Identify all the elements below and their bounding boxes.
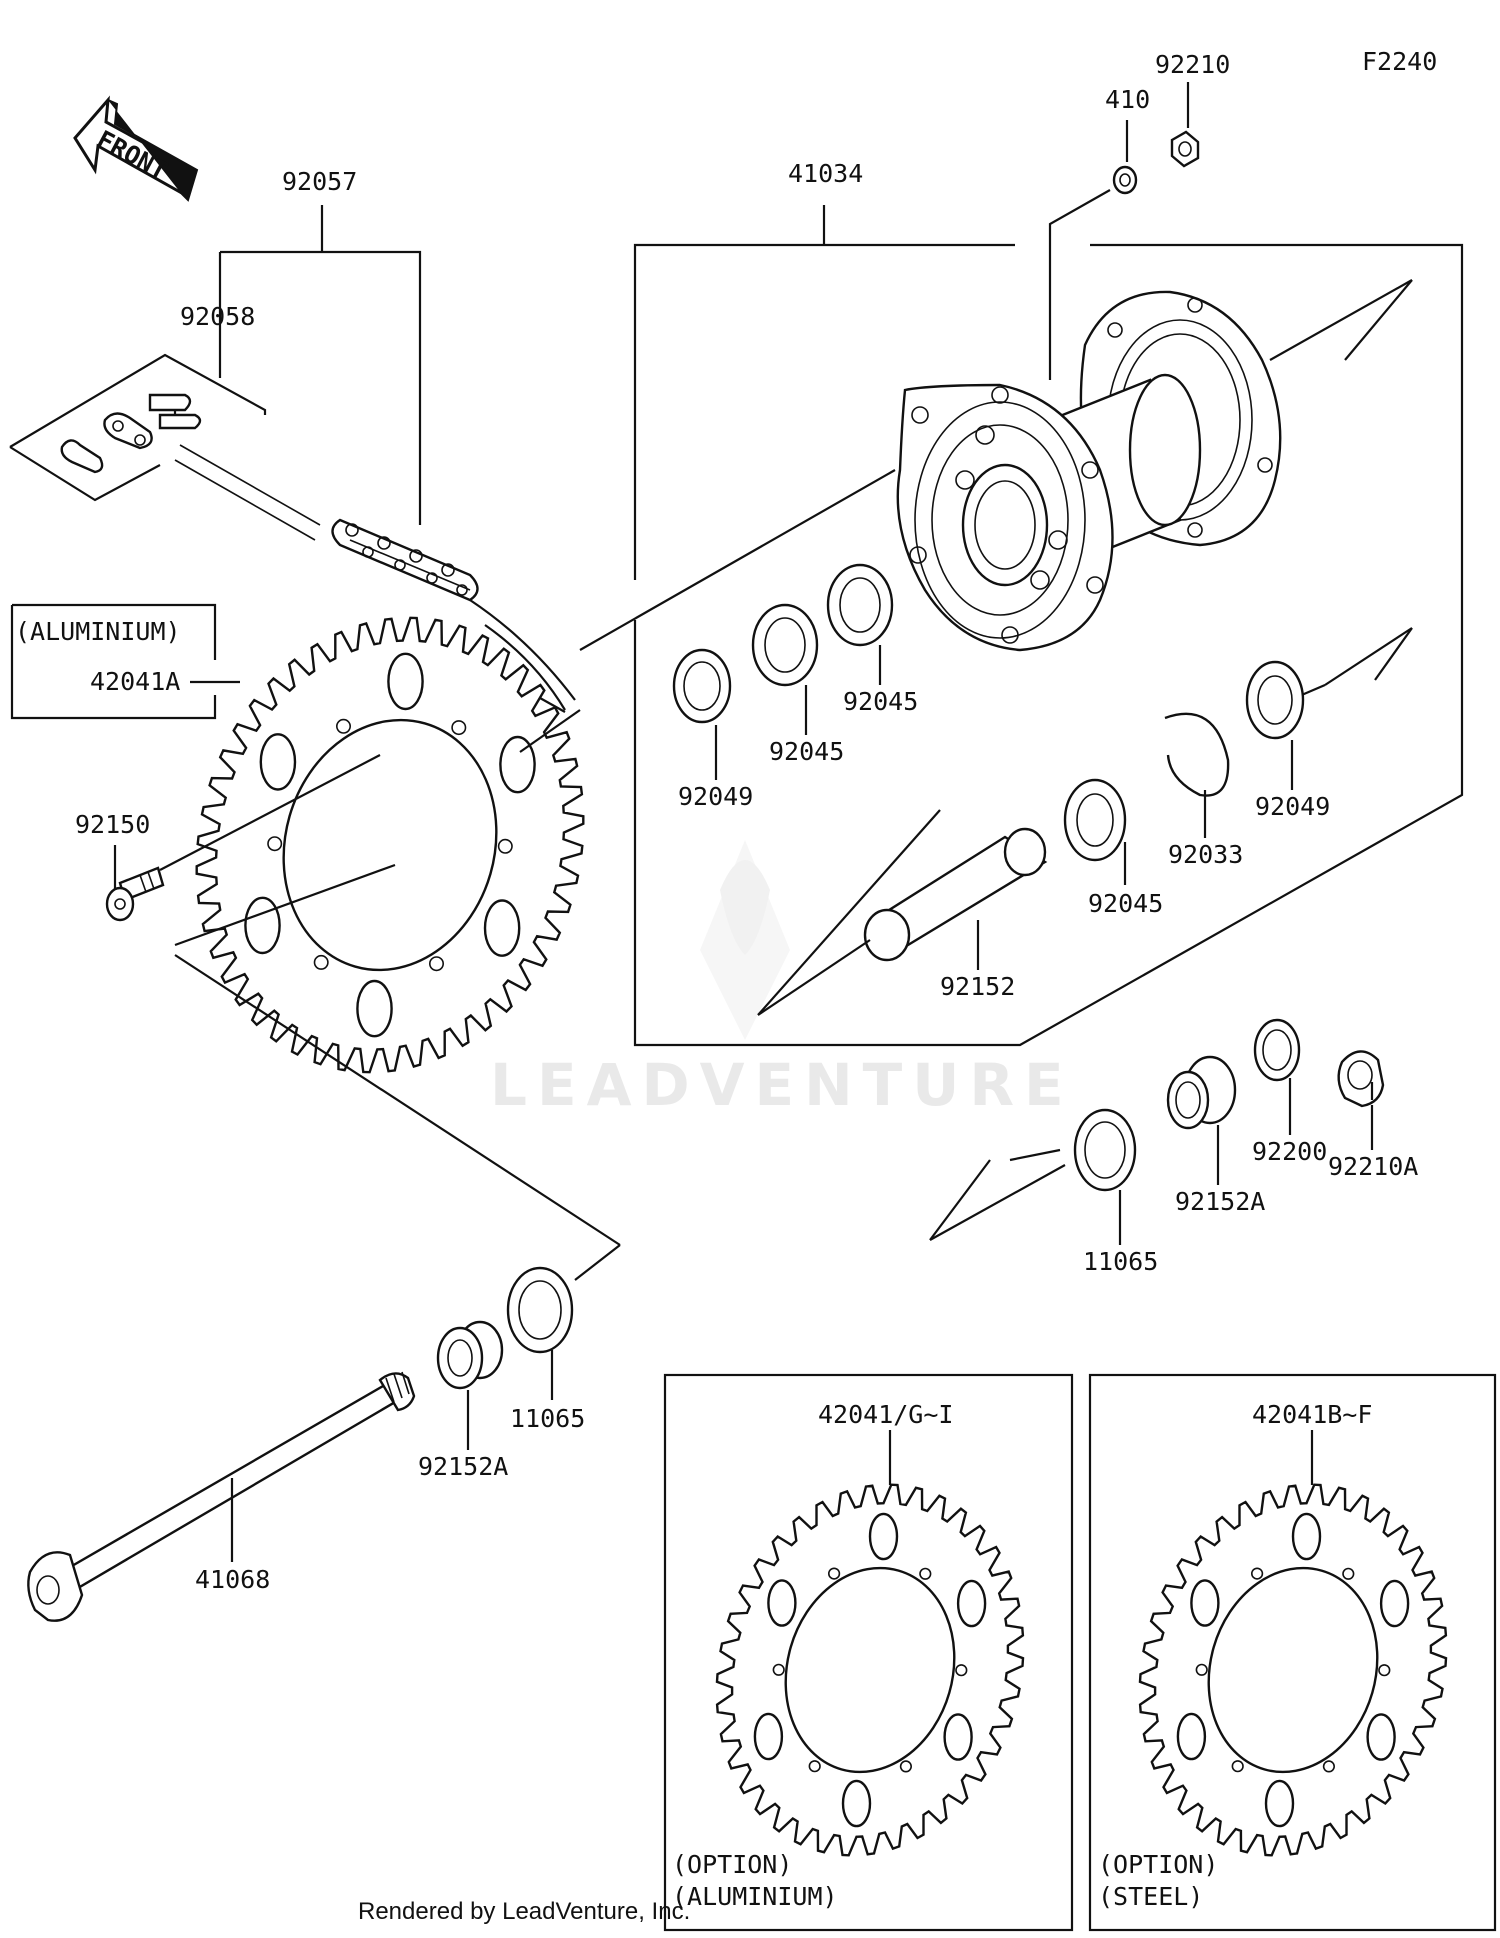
nut-92210A: [1337, 1050, 1385, 1108]
option-box-steel: [1088, 1373, 1497, 1932]
drive-chain-92057: [331, 518, 479, 602]
label-92058: 92058: [180, 302, 255, 331]
washer-410: [1112, 165, 1138, 195]
label-42041B: 42041B~F: [1252, 1400, 1372, 1429]
label-92057: 92057: [282, 167, 357, 196]
sprocket-42041-option-steel: [1138, 1483, 1448, 1857]
collar-92152: [863, 827, 1048, 962]
option-aluminium-line2: (ALUMINIUM): [672, 1882, 838, 1911]
label-92045-b: 92045: [843, 687, 918, 716]
bearing-92045-c: [1063, 778, 1127, 862]
label-92045-c: 92045: [1088, 889, 1163, 918]
nut-92210: [1170, 130, 1200, 168]
label-11065-right: 11065: [1083, 1247, 1158, 1276]
option-aluminium-line1: (OPTION): [672, 1850, 792, 1879]
credit-text: Rendered by LeadVenture, Inc.: [358, 1898, 691, 1925]
rear-hub: [896, 290, 1282, 652]
label-92210A: 92210A: [1328, 1152, 1418, 1181]
figure-id: F2240: [1362, 47, 1437, 76]
bolt-92150: [105, 866, 165, 922]
label-92045-a: 92045: [769, 737, 844, 766]
seal-92049-left: [672, 648, 732, 724]
label-92152A-left: 92152A: [418, 1452, 508, 1481]
label-92152: 92152: [940, 972, 1015, 1001]
washer-92200: [1253, 1018, 1301, 1082]
label-410: 410: [1105, 85, 1150, 114]
label-41034: 41034: [788, 159, 863, 188]
seal-11065-left: [506, 1266, 574, 1354]
front-arrow-icon: FRONT: [73, 95, 199, 202]
aluminium-note-box: [10, 603, 217, 720]
option-steel-line1: (OPTION): [1098, 1850, 1218, 1879]
hub-group-outline: [633, 205, 1464, 1047]
watermark-logo: [700, 840, 790, 1040]
option-box-aluminium: [663, 1373, 1074, 1932]
sprocket-42041-option-aluminium: [715, 1483, 1025, 1857]
bearing-92045-b: [826, 563, 894, 647]
label-92033: 92033: [1168, 840, 1243, 869]
label-92210: 92210: [1155, 50, 1230, 79]
circlip-92033: [1164, 712, 1230, 797]
collar-92152A-right: [1166, 1055, 1237, 1130]
aluminium-note: (ALUMINIUM): [15, 617, 181, 646]
watermark-text: LEADVENTURE: [490, 1051, 1074, 1119]
collar-92152A-left: [436, 1320, 504, 1390]
label-42041G: 42041/G~I: [818, 1400, 953, 1429]
rear-sprocket-42041A: [195, 616, 585, 1074]
seal-11065-right: [1073, 1108, 1137, 1192]
seal-92049-right: [1245, 660, 1305, 740]
master-link-parts: [60, 393, 202, 474]
label-92150: 92150: [75, 810, 150, 839]
label-41068: 41068: [195, 1565, 270, 1594]
label-92152A-right: 92152A: [1175, 1187, 1265, 1216]
label-42041A: 42041A: [90, 667, 180, 696]
bearing-92045-a: [751, 603, 819, 687]
axle-41068: [27, 1371, 416, 1622]
label-92049-left: 92049: [678, 782, 753, 811]
label-11065-left: 11065: [510, 1404, 585, 1433]
label-92200: 92200: [1252, 1137, 1327, 1166]
label-92049-right: 92049: [1255, 792, 1330, 821]
chain-joint-kit-outline: [9, 353, 267, 502]
option-steel-line2: (STEEL): [1098, 1882, 1203, 1911]
